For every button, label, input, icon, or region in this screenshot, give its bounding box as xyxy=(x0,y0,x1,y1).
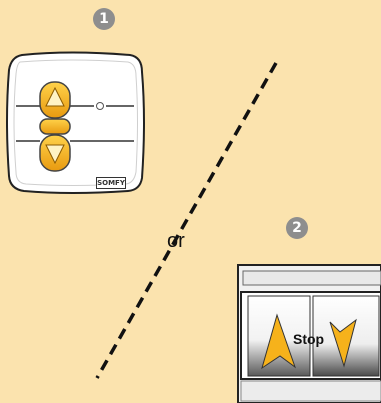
dashed-separator-line xyxy=(95,62,278,379)
remote-up-button[interactable] xyxy=(39,81,71,119)
wall-remote-control xyxy=(6,51,145,194)
step-badge-1: 1 xyxy=(93,8,115,30)
remote-stop-button[interactable] xyxy=(39,118,71,135)
wall-switch-panel xyxy=(237,264,381,403)
stop-label: Stop xyxy=(293,331,325,347)
remote-down-button[interactable] xyxy=(39,134,71,172)
step-badge-2: 2 xyxy=(286,217,308,239)
indicator-light xyxy=(96,102,104,110)
or-label: or xyxy=(167,230,185,252)
brand-logo: SOMFY xyxy=(96,177,126,189)
step-badge-1-label: 1 xyxy=(99,11,109,27)
arrow-down-icon xyxy=(329,318,357,368)
switch-rocker-down[interactable] xyxy=(312,295,380,377)
arrow-up-icon xyxy=(261,313,296,370)
step-badge-2-label: 2 xyxy=(292,220,302,236)
